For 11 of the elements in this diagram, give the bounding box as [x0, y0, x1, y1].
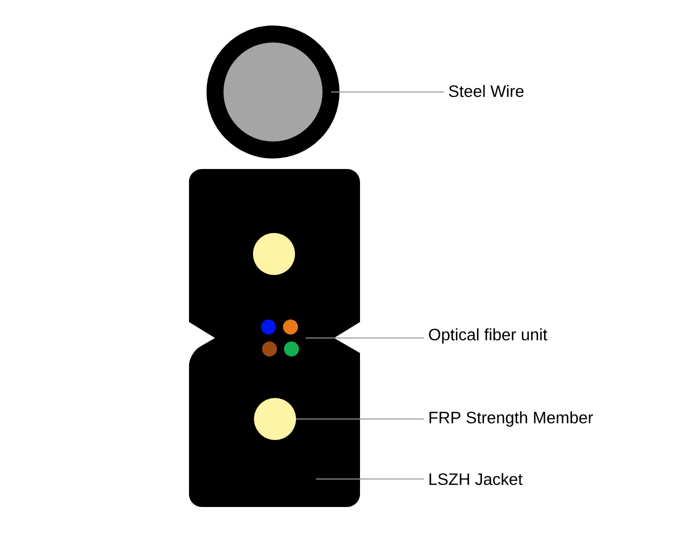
- callout-label: Steel Wire: [448, 84, 524, 98]
- leader-line: [316, 478, 424, 480]
- leader-line: [296, 418, 424, 420]
- strength-member-circle: [253, 233, 295, 275]
- cable-jacket: [189, 169, 360, 507]
- strength-member-circle: [254, 398, 296, 440]
- callout-label: Optical fiber unit: [429, 328, 548, 344]
- callout-label: FRP Strength Member: [430, 411, 593, 427]
- steel-wire-circle: [206, 26, 340, 158]
- callout-label: LSZH Jacket: [430, 472, 523, 486]
- fiber-unit: [261, 320, 299, 356]
